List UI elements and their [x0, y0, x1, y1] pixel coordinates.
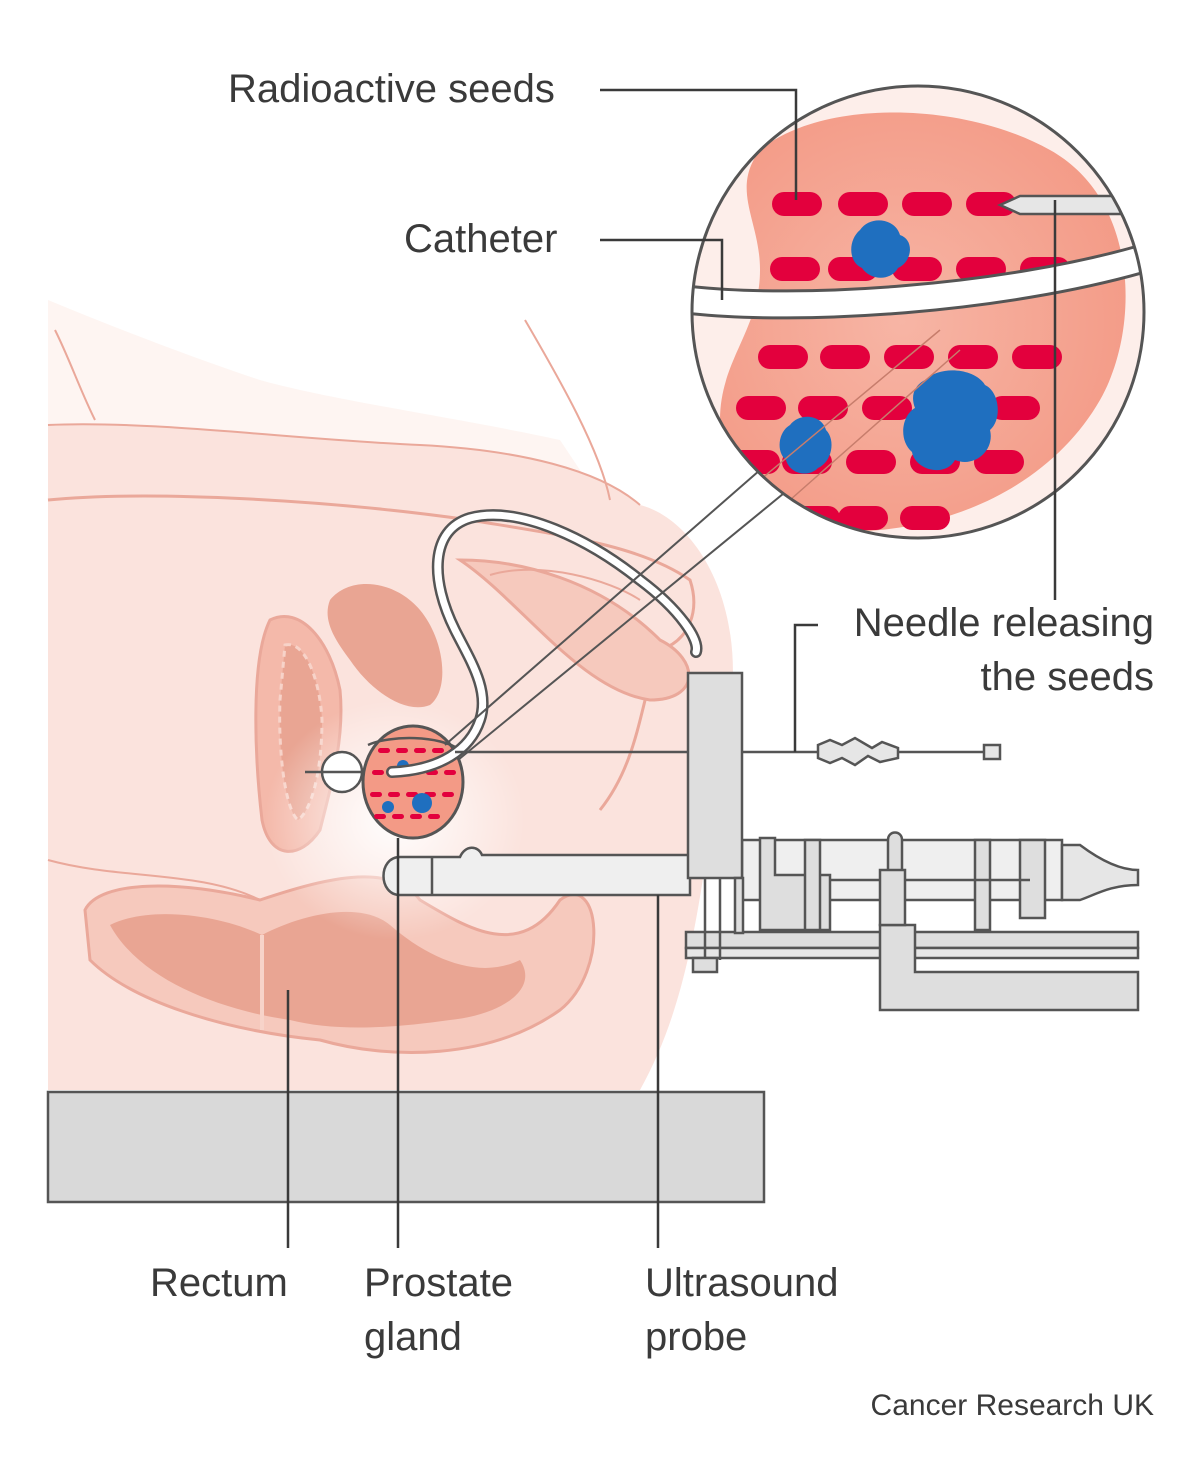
seed-mark: [974, 450, 1024, 474]
seed-mark: [902, 192, 952, 216]
seed-mark: [432, 748, 444, 753]
seed-mark: [396, 748, 408, 753]
leader-radioactive-seeds: [600, 88, 798, 200]
label-ultrasound-line2: probe: [645, 1315, 748, 1359]
seed-mark: [862, 396, 912, 420]
seed-mark: [378, 748, 390, 753]
seed-mark: [900, 506, 950, 530]
label-catheter: Catheter: [404, 217, 558, 261]
seed-mark: [772, 192, 822, 216]
seed-mark: [770, 257, 820, 281]
seed-mark: [884, 345, 934, 369]
seed-mark: [736, 396, 786, 420]
label-needle-line2: the seeds: [980, 655, 1154, 699]
seed-mark: [790, 506, 840, 530]
magnified-view: [690, 84, 1146, 540]
seed-mark: [966, 192, 1016, 216]
seed-mark: [428, 814, 440, 819]
table: [46, 1090, 766, 1204]
seed-mark: [372, 770, 384, 775]
urethra: [305, 750, 392, 794]
label-needle-line1: Needle releasing: [853, 601, 1154, 645]
leader-catheter: [600, 238, 724, 300]
ultrasound-device: [382, 671, 1140, 1012]
rectum-shape: [83, 875, 596, 1054]
seed-mark: [1012, 345, 1062, 369]
leader-lines: [286, 88, 1057, 1248]
seed-mark: [838, 192, 888, 216]
seed-mark: [392, 814, 404, 819]
credit-cancer-research-uk: Cancer Research UK: [870, 1389, 1154, 1422]
leader-needle-to-device: [793, 623, 818, 752]
seed-mark: [444, 770, 456, 775]
zoom-connectors: [444, 469, 801, 761]
seed-mark: [838, 506, 888, 530]
seed-mark: [406, 792, 418, 797]
seed-mark: [846, 450, 896, 474]
seed-mark: [410, 814, 422, 819]
label-ultrasound-line1: Ultrasound: [645, 1261, 839, 1305]
seed-mark: [414, 748, 426, 753]
catheter-tube: [386, 509, 703, 778]
seed-mark: [948, 345, 998, 369]
label-rectum: Rectum: [150, 1261, 288, 1305]
seed-mark: [388, 792, 400, 797]
seed-mark: [370, 792, 382, 797]
seed-mark: [758, 345, 808, 369]
seed-mark: [820, 345, 870, 369]
seed-mark: [798, 396, 848, 420]
seed-mark: [374, 814, 386, 819]
label-prostate-line2: gland: [364, 1315, 462, 1359]
seed-mark: [442, 792, 454, 797]
label-radioactive-seeds: Radioactive seeds: [228, 67, 555, 111]
label-prostate-line1: Prostate: [364, 1261, 513, 1305]
seed-mark: [990, 396, 1040, 420]
